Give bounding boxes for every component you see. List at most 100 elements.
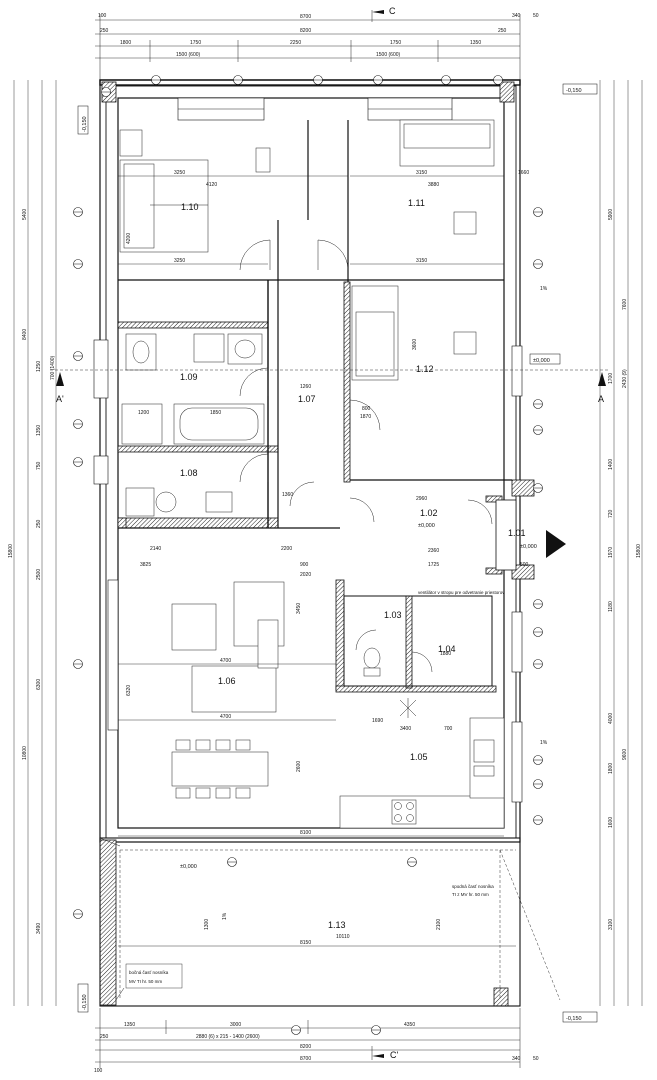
- slope-b: 1%: [540, 740, 548, 746]
- section-mark-top: C: [371, 6, 396, 22]
- note-floor-bottom-2: TI z MV hr. 50 mm: [452, 892, 489, 897]
- doors: [239, 239, 493, 673]
- interior-dimensions: 3250 4120 3250 3150 3880 3150 1660 1850 …: [118, 170, 548, 947]
- dim-bot-50: 50: [533, 1056, 539, 1062]
- section-label-right: A: [598, 394, 604, 404]
- dim-2140: 2140: [150, 546, 161, 552]
- dim-top-window2: 1500 (600): [376, 52, 401, 58]
- dim-right-1400: 1400: [608, 459, 614, 470]
- dim-8150: 8150: [300, 940, 311, 946]
- dim-top-250a: 250: [100, 28, 109, 34]
- section-label-left: A': [56, 394, 64, 404]
- dim-left-15800: 15800: [8, 544, 14, 558]
- dim-left-3490: 3490: [36, 923, 42, 934]
- note-ventilator: ventilátor v stropu pre odvetranie pries…: [418, 590, 505, 595]
- dim-top-50: 50: [533, 13, 539, 19]
- dim-1200: 1200: [138, 410, 149, 416]
- furniture: [119, 119, 495, 799]
- room-labels: 1.10 1.11 1.12 1.09 1.07 1.08 1.02 1.01 …: [180, 198, 526, 930]
- dim-700: 700: [444, 726, 453, 732]
- dim-right-4000: 4000: [608, 713, 614, 724]
- dim-2600: 2600: [296, 761, 302, 772]
- dim-2360: 2360: [428, 548, 439, 554]
- room-1-12: 1.12: [416, 364, 434, 374]
- level-marks: -0,150 -0,150 -0,150 -0,150 ±0,000 ±0,00…: [77, 83, 598, 1023]
- room-1-10: 1.10: [181, 202, 199, 212]
- dim-1690: 1690: [372, 718, 383, 724]
- dim-right-3100: 3100: [608, 919, 614, 930]
- dim-right-5900: 5900: [608, 209, 614, 220]
- room-1-13: 1.13: [328, 920, 346, 930]
- armchair-icon: [171, 603, 217, 651]
- dining-table-icon: [171, 751, 269, 787]
- dim-4120: 4120: [206, 182, 217, 188]
- section-label-top: C: [389, 6, 396, 16]
- section-label-bottom: C': [390, 1050, 398, 1060]
- dim-left-5400: 5400: [22, 209, 28, 220]
- dim-4200: 4200: [126, 233, 132, 244]
- section-marks-side: A' A: [50, 369, 610, 404]
- level-right: ±0,000: [533, 358, 550, 364]
- dim-500: 500: [520, 562, 529, 568]
- dim-1660: 1660: [518, 170, 529, 176]
- room-1-03: 1.03: [384, 610, 402, 620]
- dim-bot-100: 100: [94, 1068, 103, 1074]
- dim-2020: 2020: [300, 572, 311, 578]
- dim-900: 900: [300, 562, 309, 568]
- dim-right-1180: 1180: [608, 601, 614, 612]
- room-1-05: 1.05: [410, 752, 428, 762]
- dim-3250a: 3250: [174, 170, 185, 176]
- dim-top-250b: 250: [498, 28, 507, 34]
- dim-right-1600: 1600: [608, 817, 614, 828]
- dim-right-720: 720: [608, 509, 614, 518]
- dim-top-total: 8700: [300, 14, 311, 20]
- dim-2960: 2960: [416, 496, 427, 502]
- dim-3450: 3450: [296, 603, 302, 614]
- dim-1870: 1870: [360, 414, 371, 420]
- dim-1880: 1880: [440, 651, 451, 657]
- dim-top-1750b: 1750: [390, 40, 401, 46]
- level-bottom-right: -0,150: [566, 1016, 582, 1022]
- dim-right-1800: 1800: [608, 763, 614, 774]
- left-dimension-chain: 15800 5400 8400 10800 6300 3490 1250 700…: [8, 80, 57, 1006]
- dim-top-inner: 8200: [300, 28, 311, 34]
- dim-1850: 1850: [210, 410, 221, 416]
- dim-right-7600: 7600: [622, 299, 628, 310]
- room-1-08: 1.08: [180, 468, 198, 478]
- room-1-02: 1.02: [420, 508, 438, 518]
- note-floor-bottom-1: spodná časť nosníka: [452, 884, 494, 889]
- dim-top-1750a: 1750: [190, 40, 201, 46]
- terrace: [99, 837, 561, 1007]
- dim-3150a: 3150: [416, 170, 427, 176]
- room-1-01: 1.01: [508, 528, 526, 538]
- bottom-dimension-chain: 1350 3000 4350 250 2880 (6) x 215 - 1400…: [94, 1008, 539, 1074]
- dim-1725: 1725: [428, 562, 439, 568]
- dim-left-1350: 1350: [36, 425, 42, 436]
- dim-bot-250: 250: [100, 1034, 109, 1040]
- room-1-09: 1.09: [180, 372, 198, 382]
- dim-1260: 1260: [300, 384, 311, 390]
- room-1-04: 1.04: [438, 644, 456, 654]
- dim-3600: 3600: [412, 339, 418, 350]
- dim-2200: 2200: [281, 546, 292, 552]
- ventilator-icon: [399, 698, 417, 718]
- dim-right-9600: 9600: [622, 749, 628, 760]
- dim-left-8400: 8400: [22, 329, 28, 340]
- dim-1300: 1300: [204, 919, 210, 930]
- dim-left-6300: 6300: [36, 679, 42, 690]
- entrance-arrow-icon: [546, 530, 566, 558]
- level-hall: ±0,000: [418, 523, 435, 529]
- dim-bot-inner: 8200: [300, 1044, 311, 1050]
- note-side-beam-2: MV TI hr. 50 mm: [129, 979, 162, 984]
- note-side-beam-1: bočná časť nosníka: [129, 970, 169, 975]
- dim-10110: 10110: [336, 934, 350, 940]
- dim-3400: 3400: [400, 726, 411, 732]
- building-walls: [93, 79, 535, 1007]
- right-dimension-chain: 15800 5900 7600 9600 1700 2430 (9) 1400 …: [599, 80, 643, 1006]
- axis-bubbles: [73, 75, 543, 1035]
- slope-c: 1%: [222, 912, 228, 920]
- dim-3150b: 3150: [416, 258, 427, 264]
- dim-bot-3000: 3000: [230, 1022, 241, 1028]
- dim-top-1800: 1800: [120, 40, 131, 46]
